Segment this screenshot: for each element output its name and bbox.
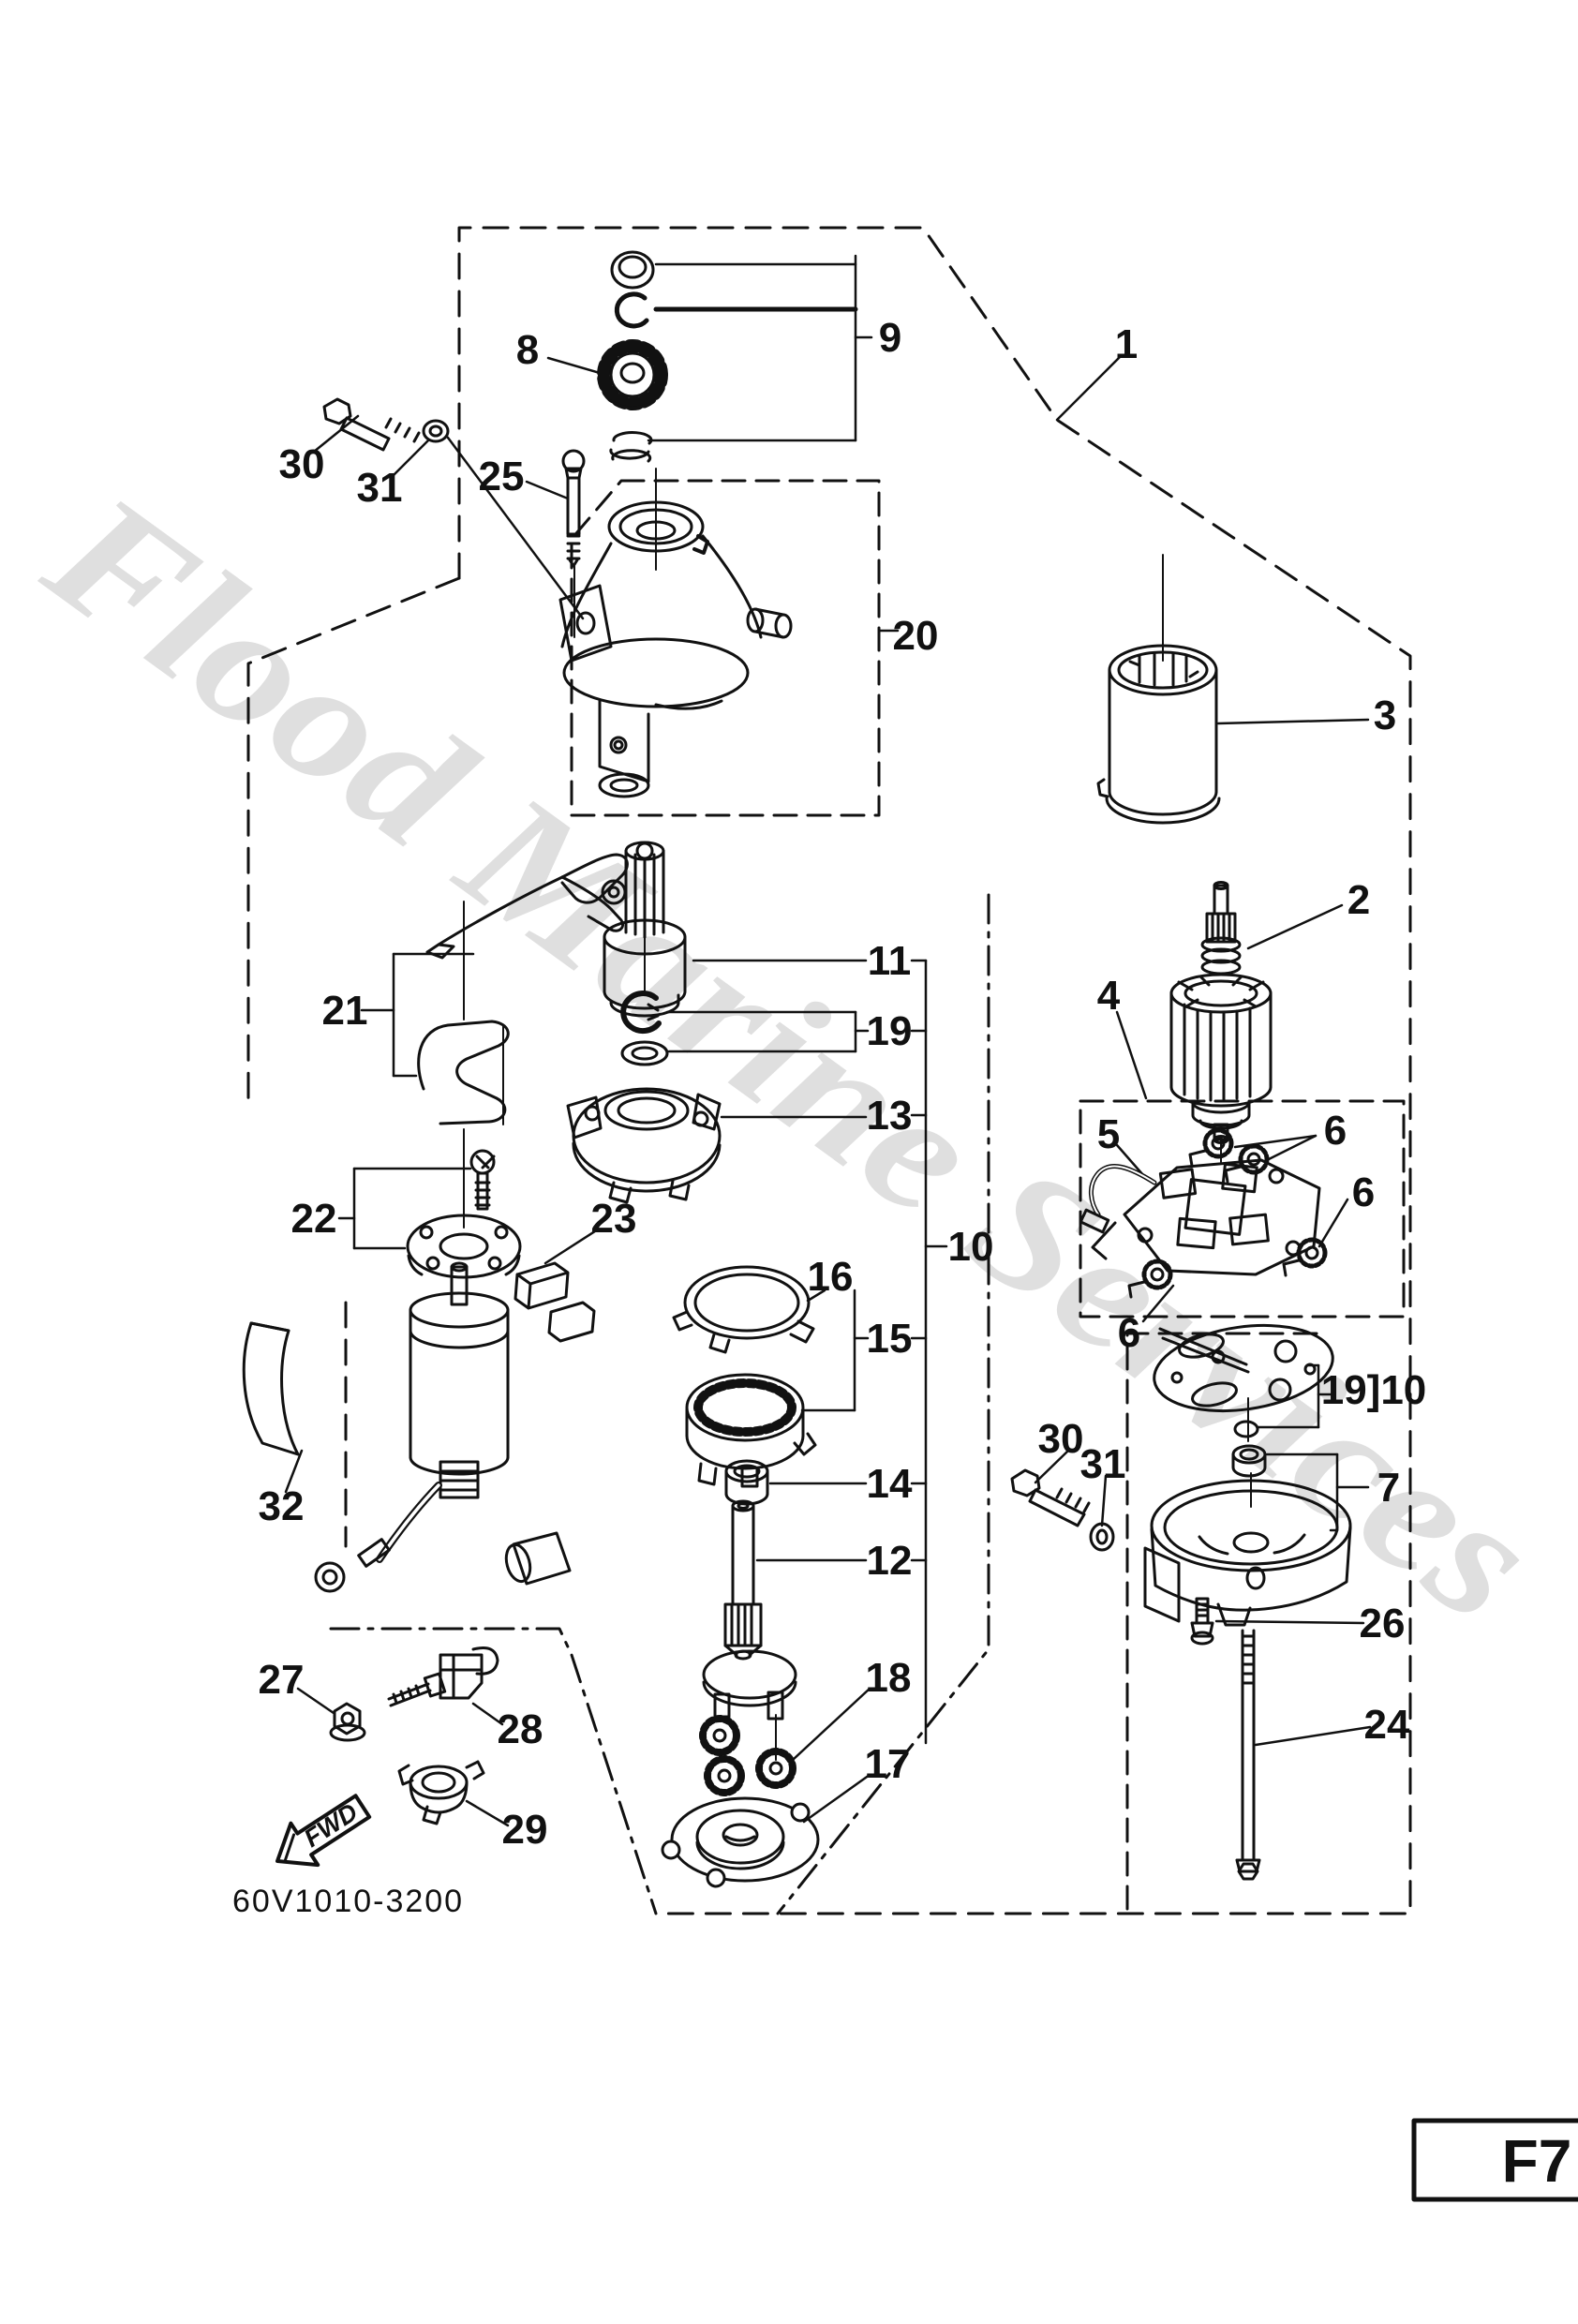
part-32-bracket-strap — [242, 1321, 300, 1456]
callout-29: 29 — [502, 1807, 548, 1853]
callout-11: 11 — [868, 938, 912, 984]
callout-14: 14 — [867, 1461, 913, 1507]
callout-30a: 30 — [279, 441, 325, 487]
part-2-armature — [1169, 881, 1273, 1144]
part-20-drive-housing — [558, 500, 793, 798]
callout-7: 7 — [1377, 1465, 1400, 1511]
callout-25: 25 — [479, 454, 525, 499]
part-8-pinion-gear — [597, 339, 668, 410]
callout-32: 32 — [259, 1483, 305, 1529]
drawing-code: 60V1010-3200 — [232, 1884, 464, 1919]
part-30-bolt — [322, 397, 421, 452]
fwd-arrow — [275, 1794, 372, 1868]
callout-4: 4 — [1097, 973, 1121, 1019]
callout-6c: 6 — [1118, 1310, 1140, 1356]
callout-5: 5 — [1097, 1111, 1120, 1157]
callout-18: 18 — [866, 1655, 912, 1701]
callout-20: 20 — [893, 613, 939, 659]
callout-6b: 6 — [1352, 1169, 1375, 1215]
callout-16: 16 — [808, 1254, 854, 1300]
callout-30b: 30 — [1038, 1416, 1084, 1462]
callout-27: 27 — [259, 1657, 305, 1703]
page-ref-box: F7 — [1411, 2118, 1578, 2202]
callout-12: 12 — [867, 1538, 913, 1584]
part-26-screw — [1190, 1597, 1214, 1646]
callout-28: 28 — [498, 1706, 543, 1752]
callout-23: 23 — [591, 1196, 637, 1242]
callout-31b: 31 — [1080, 1441, 1126, 1487]
part-15-ring-gear — [685, 1373, 817, 1488]
part-28-terminal-stud — [387, 1646, 499, 1707]
callout-24: 24 — [1364, 1702, 1410, 1748]
callout-19-10: 19]10 — [1321, 1367, 1427, 1413]
callout-31a: 31 — [357, 465, 403, 511]
callout-2: 2 — [1347, 877, 1370, 923]
part-10-end-plate — [1153, 1323, 1334, 1478]
page-ref: F7 — [1502, 2127, 1572, 2195]
part-21-shift-fork — [417, 853, 629, 1125]
part-23-wedge-set — [514, 1261, 596, 1343]
part-7-end-cap — [1143, 1479, 1352, 1627]
callout-26: 26 — [1360, 1601, 1406, 1646]
leader-lines — [284, 254, 1372, 1827]
callout-10: 10 — [948, 1224, 994, 1270]
part-22-magnetic-switch — [314, 1149, 572, 1593]
part-17-thrust-washer — [661, 1796, 820, 1888]
callout-9: 9 — [879, 315, 901, 361]
part-16-lock-ring — [672, 1265, 815, 1354]
callout-1: 1 — [1115, 321, 1138, 367]
part-19-ering-washer — [620, 991, 669, 1066]
callout-21: 21 — [322, 988, 368, 1034]
callout-15: 15 — [867, 1316, 913, 1362]
callout-3: 3 — [1374, 693, 1396, 738]
part-25-bolt — [561, 449, 586, 568]
part-12-pinion-shaft — [702, 1499, 797, 1721]
part-18-planet-gears — [699, 1715, 796, 1796]
callout-13: 13 — [867, 1093, 913, 1139]
callout-19: 19 — [867, 1008, 913, 1054]
callout-17: 17 — [865, 1741, 911, 1787]
part-6-brush-springs — [1127, 1127, 1328, 1299]
part-9-stop-ring-set — [609, 250, 655, 463]
part-29-retainer — [397, 1760, 485, 1825]
part-11-drive-clutch — [603, 841, 687, 1018]
part-24-through-bolt — [1235, 1629, 1261, 1881]
callout-6a: 6 — [1324, 1108, 1347, 1154]
part-31b-washer — [1089, 1522, 1115, 1552]
part-3-yoke — [1096, 644, 1221, 825]
callout-22: 22 — [291, 1196, 337, 1242]
part-13-retainer — [566, 1087, 722, 1204]
callout-8: 8 — [516, 327, 539, 373]
part-31-washer — [422, 419, 450, 443]
part-30b-bolt — [1010, 1468, 1091, 1527]
part-27-nut — [329, 1702, 366, 1742]
